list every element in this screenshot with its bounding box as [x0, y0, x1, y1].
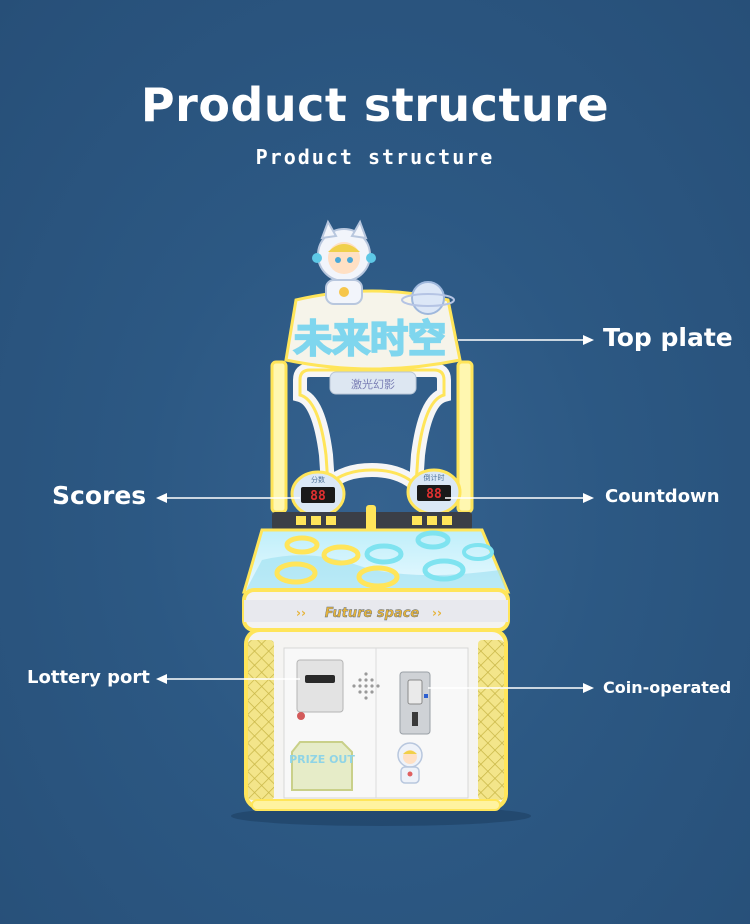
- callout-coin-operated: Coin-operated: [603, 678, 732, 697]
- prize-out-text: PRIZE OUT: [289, 753, 355, 766]
- lottery-port: [296, 659, 344, 713]
- svg-text:››: ››: [432, 606, 442, 620]
- countdown-panel-label: 倒计时: [424, 473, 445, 482]
- planet-icon: [411, 281, 445, 315]
- right-side-mesh: [478, 640, 504, 800]
- arrowhead-top-plate: [583, 335, 594, 345]
- arrowhead-scores: [156, 493, 167, 503]
- band-text: Future space: [325, 606, 420, 621]
- top-plate: 激光幻影 未来时空: [284, 219, 462, 395]
- button-strip: [272, 505, 472, 545]
- astronaut-mascot-icon: [312, 219, 376, 305]
- arrowhead-coin-operated: [583, 683, 594, 693]
- countdown-display-pod: 倒计时 88: [406, 468, 462, 516]
- callout-lottery-port: Lottery port: [27, 667, 150, 688]
- sign-text: 未来时空: [294, 317, 446, 361]
- cabinet-body: PRIZE OUT: [244, 628, 508, 811]
- arrowhead-countdown: [583, 493, 594, 503]
- sub-sign-text: 激光幻影: [351, 377, 395, 391]
- small-mascot-icon: [397, 742, 423, 784]
- score-digits: 88: [310, 489, 326, 504]
- callout-scores: Scores: [52, 481, 147, 510]
- page-title: Product structure: [140, 78, 610, 132]
- callout-countdown: Countdown: [605, 486, 720, 507]
- prize-out-panel: [291, 741, 353, 791]
- arrowhead-lottery-port: [156, 674, 167, 684]
- score-display-pod: 分数 88: [290, 470, 346, 518]
- page-subtitle: Product structure: [255, 145, 495, 169]
- callout-top-plate: Top plate: [603, 323, 733, 352]
- score-panel-label: 分数: [311, 475, 325, 484]
- left-side-mesh: [248, 640, 274, 800]
- countdown-digits: 88: [426, 487, 442, 502]
- play-field: [242, 528, 511, 594]
- front-band: Future space ›› ››: [242, 588, 510, 632]
- svg-text:››: ››: [296, 606, 306, 620]
- speaker-grille: [352, 672, 380, 700]
- callout-arrows: [156, 335, 594, 693]
